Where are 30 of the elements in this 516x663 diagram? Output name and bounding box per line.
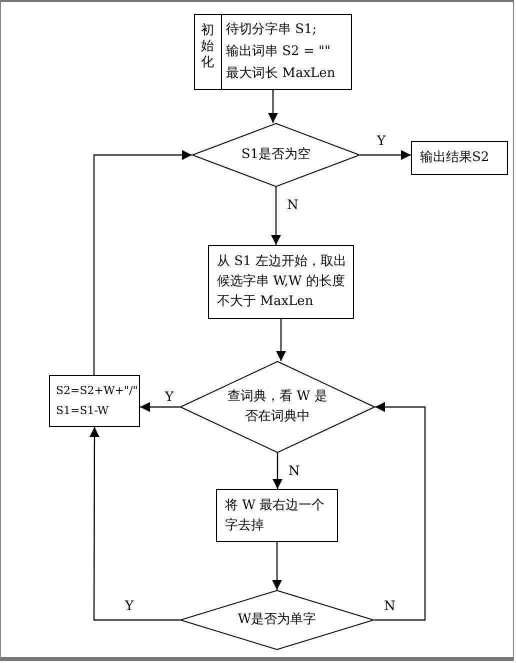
process-text: 从 S1 左边开始，取出候选字串 W,W 的长度不大于 MaxLen [217, 253, 347, 311]
process-box [411, 141, 508, 175]
arrow [140, 402, 180, 412]
condition-text: 查词典，看 W 是否在词典中 [226, 388, 328, 426]
arrow [271, 187, 281, 245]
arrow [272, 542, 282, 590]
process-text: 待切分字串 S1; [226, 21, 318, 39]
process-text: 将 W 最右边一个字去掉 [225, 496, 326, 534]
arrow [272, 453, 282, 489]
arrow [268, 90, 278, 123]
process-text: S2=S2+W+"/" [56, 383, 138, 399]
arrow [360, 150, 411, 160]
process-text: 输出结果S2 [420, 149, 490, 167]
arrow [89, 427, 180, 621]
process-box [216, 489, 338, 542]
condition-text: W是否为单字 [238, 611, 316, 629]
process-text: 输出词串 S2 = "" [226, 43, 332, 61]
process-box [194, 14, 352, 90]
process-box [49, 375, 140, 427]
arrow [276, 319, 286, 361]
decision-diamond [192, 123, 360, 187]
decision-diamond [180, 361, 375, 453]
process-text: S1=S1-W [56, 403, 109, 419]
arrow [93, 150, 192, 375]
process-text: 最大词长 MaxLen [226, 65, 336, 83]
arrow [374, 402, 426, 621]
condition-text: S1是否为空 [241, 146, 311, 164]
decision-diamond [180, 590, 374, 650]
process-box [208, 245, 354, 319]
box-heading: 初始化 [195, 15, 222, 89]
